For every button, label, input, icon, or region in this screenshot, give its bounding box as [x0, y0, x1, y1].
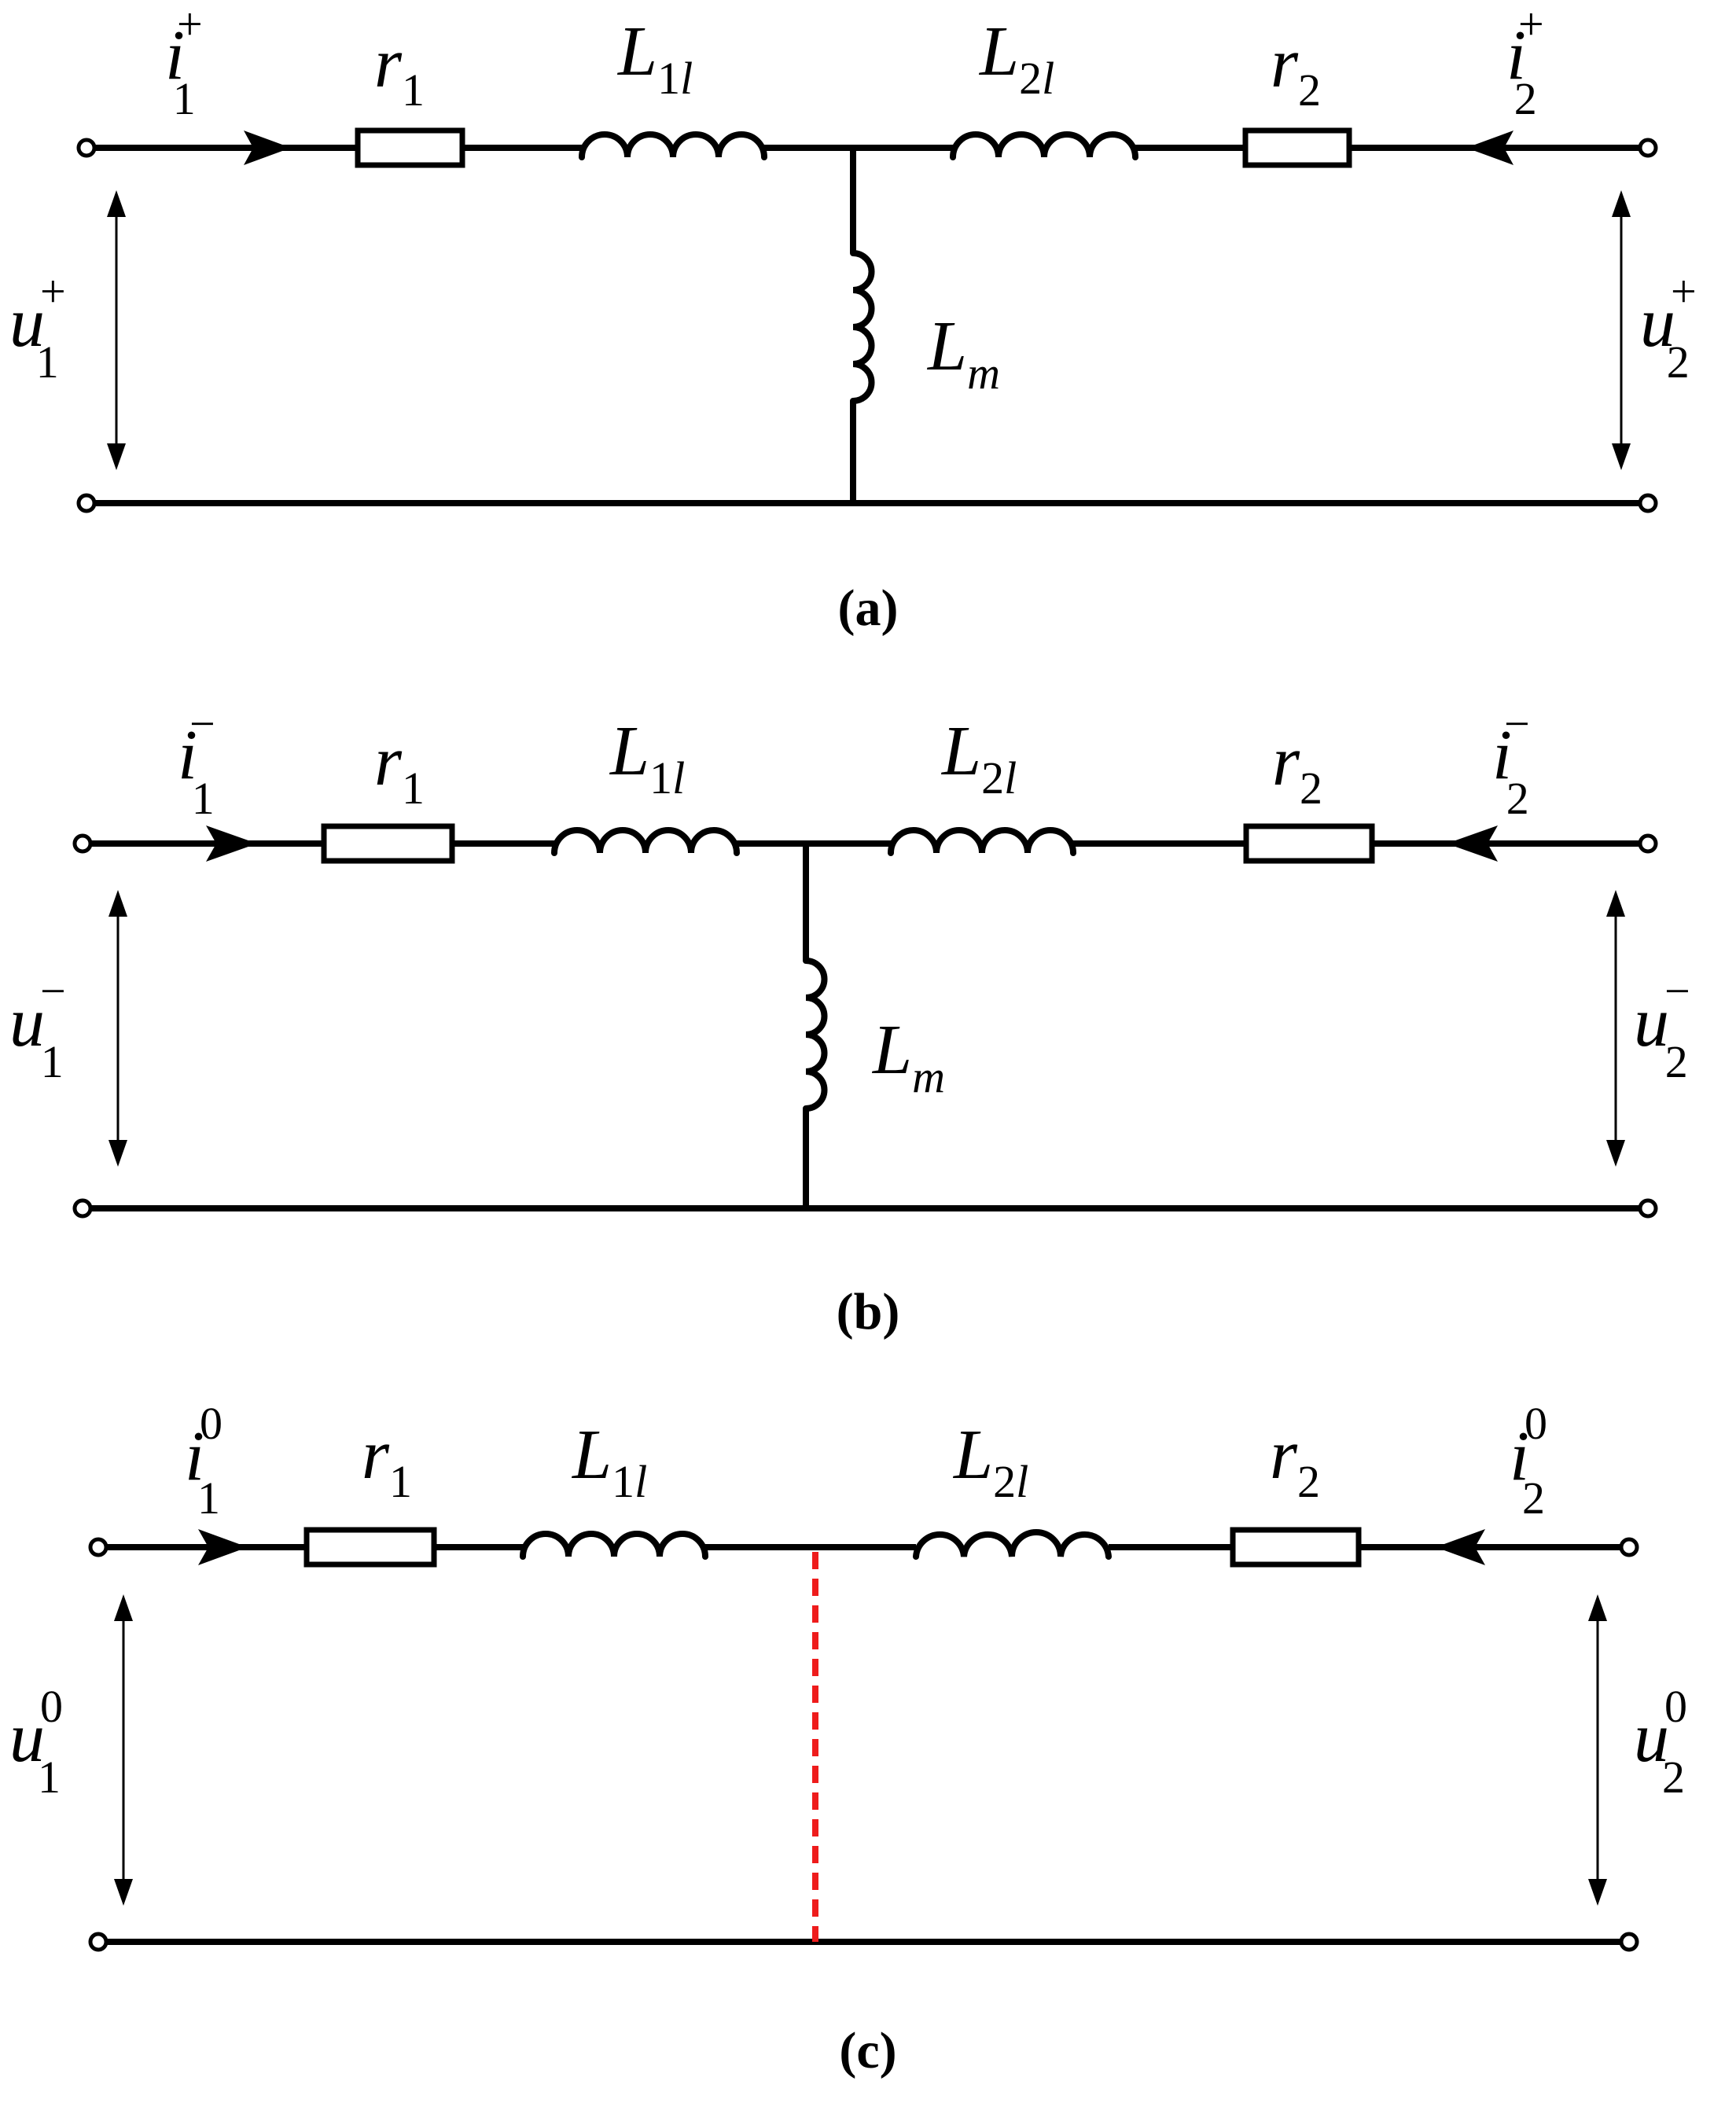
label-i1: i+1 — [165, 0, 203, 124]
label-L2l: L2l — [978, 13, 1054, 104]
voltage-arrow-u1 — [107, 190, 126, 470]
current-arrow-i1 — [198, 1529, 248, 1565]
label-i2: i−2 — [1492, 698, 1530, 824]
label-L1l: L1l — [616, 13, 693, 104]
caption-a: (a) — [838, 579, 899, 637]
inductor-L2l — [913, 1529, 1112, 1560]
label-i1: i−1 — [178, 698, 215, 824]
inductor-L2l — [888, 827, 1076, 856]
caption-b: (b) — [837, 1283, 900, 1340]
terminal-top-left — [72, 833, 93, 854]
label-r1: r1 — [374, 24, 425, 116]
voltage-arrow-u2 — [1606, 890, 1625, 1167]
resistor-r2 — [1243, 823, 1375, 864]
circuit-panel-a: i+1 r1 L1l L2l r2 i+2 Lm u+1 u+2 (a) — [9, 0, 1697, 637]
label-L2l: L2l — [940, 712, 1017, 803]
voltage-arrow-u1 — [108, 890, 127, 1167]
terminal-top-right — [1619, 1537, 1639, 1557]
label-r2: r2 — [1271, 24, 1321, 116]
label-r1: r1 — [362, 1416, 412, 1507]
label-L1l: L1l — [609, 712, 685, 803]
label-L1l: L1l — [571, 1416, 647, 1507]
inductor-Lm — [850, 250, 875, 404]
current-arrow-i1 — [244, 131, 291, 165]
terminal-bottom-left — [88, 1932, 108, 1952]
label-u1: u−1 — [9, 965, 66, 1087]
terminal-bottom-right — [1638, 1198, 1658, 1219]
label-u2: u−2 — [1634, 965, 1690, 1087]
current-arrow-i1 — [206, 825, 257, 862]
label-r2: r2 — [1270, 1416, 1320, 1507]
inductor-L1l — [579, 131, 767, 160]
inductor-L2l — [950, 131, 1138, 160]
resistor-r1 — [355, 127, 465, 168]
terminal-top-right — [1638, 833, 1658, 854]
circuit-panel-b: i−1 r1 L1l L2l r2 i−2 Lm u−1 u−2 (b) — [9, 698, 1690, 1340]
voltage-arrow-u1 — [114, 1594, 133, 1906]
current-arrow-i2 — [1447, 825, 1498, 862]
voltage-arrow-u2 — [1612, 190, 1631, 470]
label-r1: r1 — [374, 722, 425, 814]
inductor-Lm — [803, 958, 828, 1112]
current-arrow-i2 — [1436, 1529, 1485, 1565]
terminal-bottom-right — [1619, 1932, 1639, 1952]
inductor-L1l — [520, 1531, 708, 1560]
label-Lm: Lm — [926, 307, 1000, 399]
current-arrow-i2 — [1466, 131, 1513, 165]
resistor-r2 — [1230, 1527, 1362, 1568]
caption-c: (c) — [839, 2022, 896, 2079]
terminal-bottom-left — [76, 493, 97, 513]
label-r2: r2 — [1272, 722, 1322, 814]
terminal-top-right — [1638, 138, 1658, 158]
voltage-arrow-u2 — [1588, 1594, 1607, 1906]
terminal-bottom-left — [72, 1198, 93, 1219]
label-i2: i+2 — [1506, 0, 1544, 124]
label-Lm: Lm — [871, 1011, 945, 1102]
inductor-L1l — [551, 827, 740, 856]
terminal-top-left — [76, 138, 97, 158]
terminal-bottom-right — [1638, 493, 1658, 513]
label-u2: u+2 — [1640, 266, 1697, 388]
label-u1: u+1 — [9, 266, 66, 388]
resistor-r1 — [321, 823, 455, 864]
label-L2l: L2l — [952, 1416, 1028, 1507]
terminal-top-left — [88, 1537, 108, 1557]
resistor-r1 — [303, 1527, 437, 1568]
resistor-r2 — [1242, 127, 1352, 168]
